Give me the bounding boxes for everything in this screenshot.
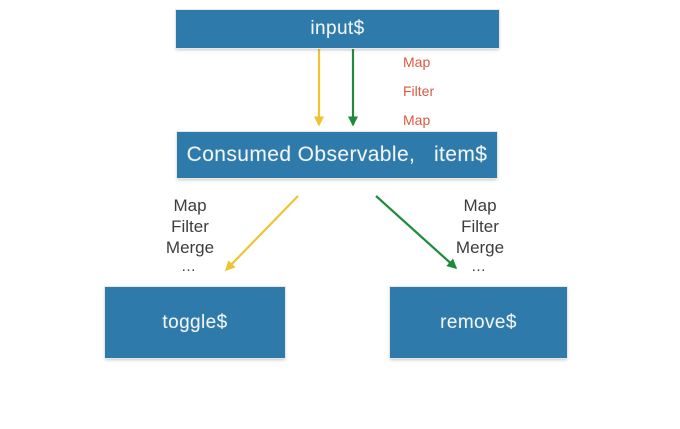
node-input-stream: input$ bbox=[176, 10, 499, 48]
operators-consumed-to-toggle: Map Filter Merge … bbox=[140, 195, 240, 275]
operator-label-merge: Merge bbox=[165, 238, 215, 257]
operators-input-to-consumed: Map Filter Map bbox=[403, 48, 434, 135]
node-remove-label: remove$ bbox=[440, 311, 517, 333]
arrow-consumed-to-remove bbox=[375, 195, 458, 270]
node-toggle-stream: toggle$ bbox=[105, 287, 285, 358]
node-consumed-label: Consumed Observable, item$ bbox=[186, 143, 488, 166]
operator-label-map-2: Map bbox=[403, 112, 431, 128]
node-toggle-label: toggle$ bbox=[162, 311, 228, 333]
operator-label-map-1: Map bbox=[403, 54, 431, 70]
operator-label-map: Map bbox=[463, 196, 497, 215]
operator-label-merge: Merge bbox=[455, 238, 505, 257]
operator-label-filter: Filter bbox=[171, 217, 209, 236]
node-remove-stream: remove$ bbox=[390, 287, 567, 358]
operator-label-ellipsis: … bbox=[181, 258, 199, 275]
operators-consumed-to-remove: Map Filter Merge … bbox=[430, 195, 530, 275]
operator-label-map: Map bbox=[173, 196, 207, 215]
operator-label-ellipsis: … bbox=[471, 258, 489, 275]
operator-label-filter: Filter bbox=[403, 83, 435, 99]
node-input-label: input$ bbox=[310, 18, 365, 39]
node-consumed-observable: Consumed Observable, item$ bbox=[177, 132, 497, 178]
operator-label-filter: Filter bbox=[461, 217, 499, 236]
arrow-consumed-to-toggle bbox=[224, 195, 299, 272]
